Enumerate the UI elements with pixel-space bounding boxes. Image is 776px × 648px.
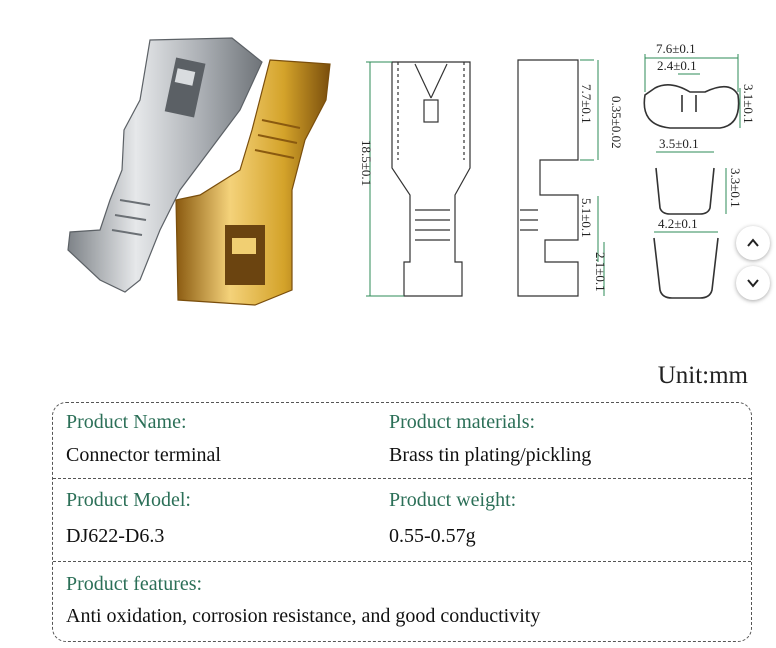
dim-thickness: 0.35±0.02 — [609, 96, 624, 149]
product-name-value: Connector terminal — [66, 444, 221, 466]
front-view-dimension — [366, 61, 404, 297]
divider — [53, 478, 751, 479]
product-name-label: Product Name: — [66, 411, 187, 433]
divider — [53, 561, 751, 562]
product-weight-label: Product weight: — [389, 489, 517, 511]
scroll-up-button[interactable] — [736, 226, 770, 260]
cross-section-dimensions — [644, 54, 741, 233]
chevron-down-icon — [747, 279, 759, 288]
product-weight-value: 0.55-0.57g — [389, 525, 476, 547]
product-materials-value: Brass tin plating/pickling — [389, 444, 592, 466]
side-view-dimension — [580, 59, 605, 296]
scroll-down-button[interactable] — [736, 266, 770, 300]
side-view-drawing — [517, 59, 579, 297]
chevron-up-icon — [747, 238, 759, 247]
front-view-drawing — [391, 61, 471, 297]
product-figure: 18.5±0.1 7.7±0.1 5.1±0.1 2.1±0.1 0.35±0.… — [67, 37, 770, 306]
cross-section-top — [643, 84, 740, 129]
product-features-label: Product features: — [66, 573, 203, 595]
product-features-value: Anti oxidation, corrosion resistance, an… — [66, 605, 541, 627]
dim-crimp-length: 5.1±0.1 — [579, 198, 594, 238]
dim-top-length: 7.7±0.1 — [579, 84, 594, 124]
spec-box: Product Name: Connector terminal Product… — [52, 402, 752, 642]
dim-total-length: 18.5±0.1 — [359, 140, 374, 186]
dim-tail-length: 2.1±0.1 — [593, 252, 608, 292]
dim-width: 7.6±0.1 — [656, 41, 696, 56]
dim-slot: 2.4±0.1 — [657, 58, 697, 73]
dim-mid-width: 3.5±0.1 — [659, 136, 699, 151]
product-model-value: DJ622-D6.3 — [66, 525, 165, 547]
cross-section-mid — [655, 167, 715, 215]
unit-label: Unit:mm — [657, 362, 748, 389]
dim-height: 3.1±0.1 — [741, 84, 756, 124]
product-materials-label: Product materials: — [389, 411, 536, 433]
dim-mid-height: 3.3±0.1 — [728, 168, 743, 208]
brass-terminal-image — [175, 59, 331, 306]
dim-end-width: 4.2±0.1 — [658, 216, 698, 231]
tin-terminal-image — [67, 37, 263, 293]
product-model-label: Product Model: — [66, 489, 191, 511]
cross-section-bottom — [653, 237, 719, 299]
product-drawing: 18.5±0.1 7.7±0.1 5.1±0.1 2.1±0.1 0.35±0.… — [67, 37, 756, 306]
